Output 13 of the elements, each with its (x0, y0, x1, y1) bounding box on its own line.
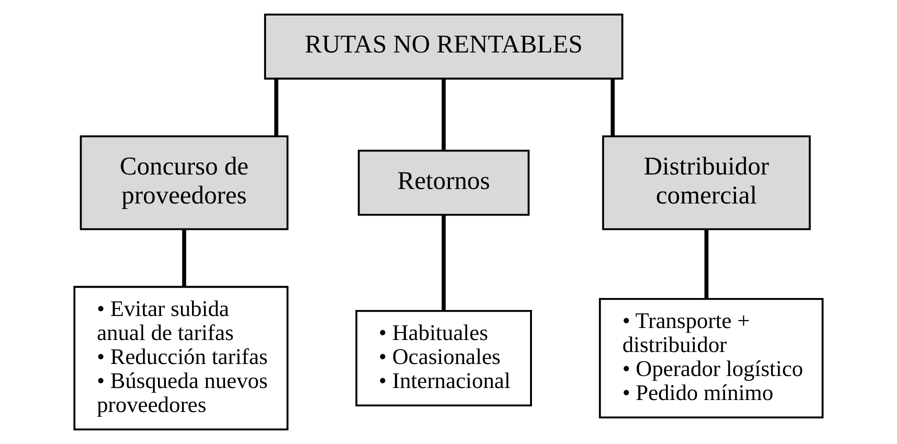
connector (182, 229, 186, 286)
connector (442, 214, 446, 310)
node-box: Retornos (358, 150, 530, 216)
node-box: Distribuidor comercial (602, 135, 811, 230)
connector (274, 78, 278, 136)
node-box: • Habituales • Ocasionales • Internacional (355, 310, 532, 406)
node-box: • Transporte + distribuidor • Operador logístico • Pedido mínimo (598, 298, 824, 418)
connector (704, 229, 708, 299)
connector (442, 78, 446, 150)
connector (610, 78, 615, 136)
node-box: Concurso de proveedores (80, 135, 288, 230)
node-box: • Evitar subida anual de tarifas • Reducción tarifas • Búsqueda nuevos proveedores (73, 286, 288, 430)
node-box: RUTAS NO RENTABLES (264, 14, 624, 80)
